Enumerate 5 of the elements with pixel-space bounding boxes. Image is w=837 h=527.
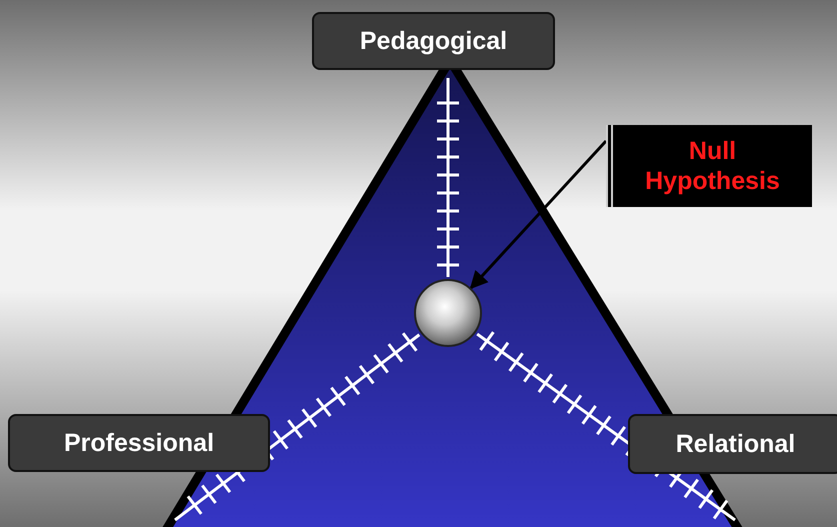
leader-arrow [470,140,608,290]
label-box: Professional [8,414,270,472]
label-box: Relational [628,414,837,474]
callout-box: Null Hypothesis [606,125,812,207]
label-box: Pedagogical [312,12,555,70]
